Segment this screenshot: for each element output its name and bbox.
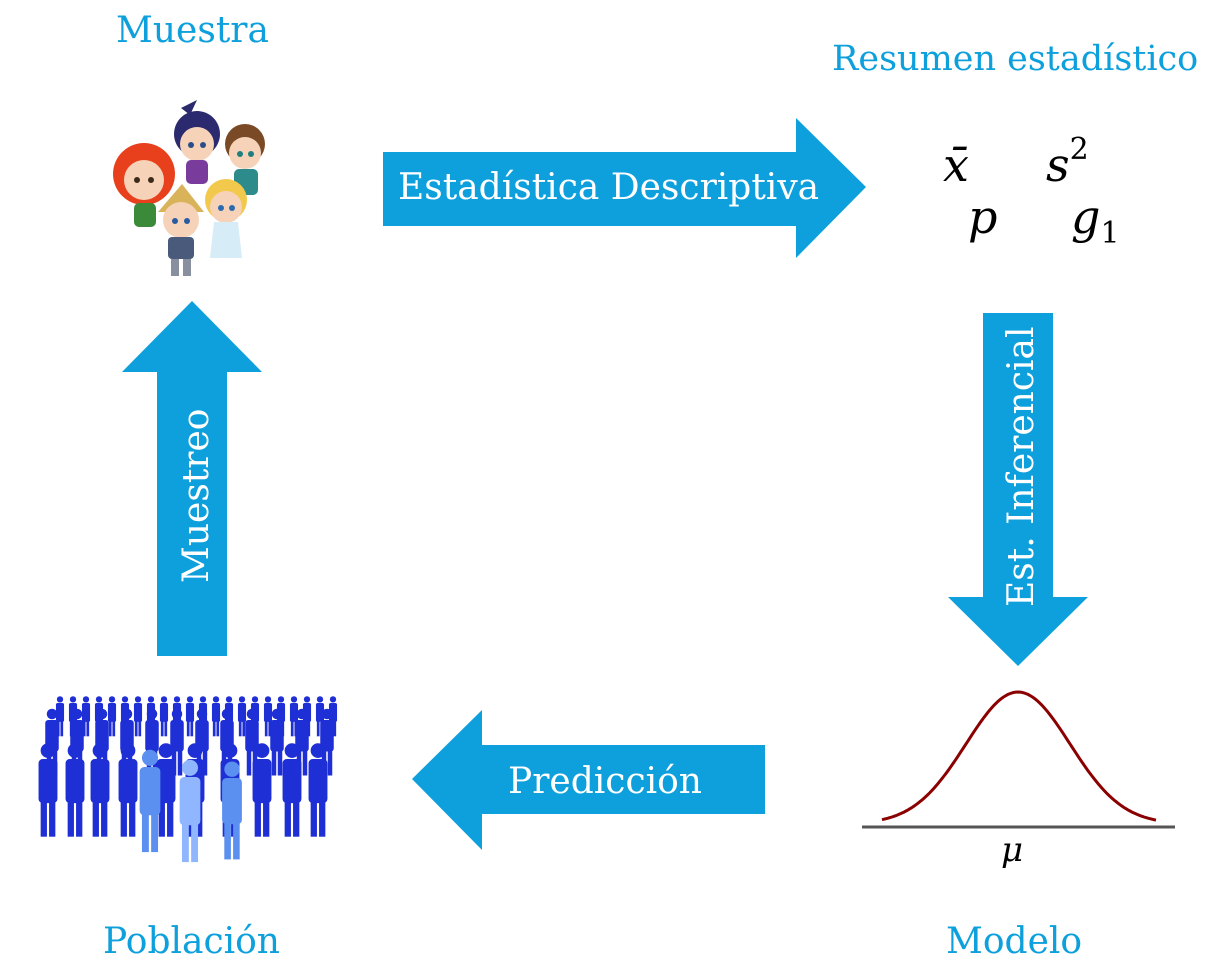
normal-curve xyxy=(881,690,1157,822)
skewness-base: g xyxy=(1071,190,1100,244)
population-crowd-illustration xyxy=(38,696,338,863)
inferential-arrow: Est. Inferencial xyxy=(948,313,1088,666)
population-label: Población xyxy=(103,921,280,962)
variance-exponent: 2 xyxy=(1070,132,1089,167)
child-red-hair xyxy=(113,143,175,227)
mean-symbol: x̄ xyxy=(943,138,969,192)
variance-base: s xyxy=(1046,138,1070,192)
person-silhouette xyxy=(270,708,284,776)
person-silhouette xyxy=(179,759,201,863)
person-silhouette xyxy=(81,696,91,737)
person-silhouette xyxy=(139,749,161,853)
person-silhouette xyxy=(211,696,221,737)
proportion-symbol: p xyxy=(968,190,997,244)
child-blond-boy xyxy=(158,184,204,276)
person-silhouette xyxy=(282,743,302,837)
person-silhouette xyxy=(133,696,143,737)
person-silhouette xyxy=(252,743,272,837)
model-label: Modelo xyxy=(946,921,1083,962)
sample-children-illustration xyxy=(113,100,265,276)
person-silhouette xyxy=(159,696,169,737)
person-silhouette xyxy=(38,743,58,837)
mu-symbol: μ xyxy=(1001,830,1023,870)
person-silhouette xyxy=(263,696,273,737)
person-silhouette xyxy=(237,696,247,737)
person-silhouette xyxy=(308,743,328,837)
person-silhouette xyxy=(156,743,176,837)
normal-curve-plot: μ xyxy=(862,690,1175,870)
skewness-subscript: 1 xyxy=(1100,216,1119,251)
person-silhouette xyxy=(185,696,195,737)
child-blonde-girl xyxy=(205,179,247,258)
statistics-symbols: x̄ s2 p g1 xyxy=(943,132,1120,251)
skewness-symbol: g1 xyxy=(1071,190,1120,251)
sample-label: Muestra xyxy=(116,10,269,51)
person-silhouette xyxy=(90,743,110,837)
person-silhouette xyxy=(65,743,85,837)
child-dark-hair xyxy=(174,100,220,184)
person-silhouette xyxy=(222,761,242,860)
prediction-arrow-label: Predicción xyxy=(508,761,702,802)
summary-label: Resumen estadístico xyxy=(832,39,1199,79)
descriptive-arrow: Estadística Descriptiva xyxy=(383,118,866,258)
prediction-arrow: Predicción xyxy=(412,710,765,850)
variance-symbol: s2 xyxy=(1046,132,1089,192)
person-silhouette xyxy=(107,696,117,737)
sampling-arrow-label: Muestreo xyxy=(176,409,217,583)
inferential-arrow-label: Est. Inferencial xyxy=(1001,327,1042,608)
person-silhouette xyxy=(118,743,138,837)
descriptive-arrow-label: Estadística Descriptiva xyxy=(398,167,819,208)
sampling-arrow: Muestreo xyxy=(122,301,262,656)
